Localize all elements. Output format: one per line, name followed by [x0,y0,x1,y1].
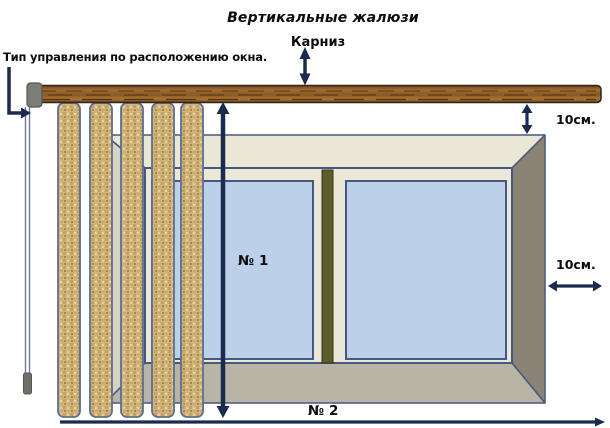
side-gap-label: 10см. [556,257,596,272]
cornice-arrow [299,47,311,86]
arrowhead-left [548,280,557,292]
recess-right-face [511,134,546,404]
window [144,167,513,364]
arrowhead-down [521,125,533,134]
cornice-bar [32,84,602,104]
cornice-label: Карниз [291,35,345,50]
glass-pane-right [345,180,507,360]
arrowhead-down [216,406,230,418]
window-center-divider [321,169,334,364]
control-bracket [26,82,43,108]
cord-weight [23,372,32,395]
pointer-line [7,67,22,115]
control-type-label: Тип управления по расположению окна. [3,50,267,64]
arrowhead-right [593,280,602,292]
blind-slats [57,102,204,418]
arrowhead-up [299,47,311,59]
slat [89,102,113,418]
slat [120,102,144,418]
arrowhead-down [299,73,311,86]
slat [180,102,204,418]
slat [57,102,81,418]
arrowhead-up [216,102,230,114]
top-gap-label: 10см. [556,112,596,127]
side-gap-dimension-arrow [548,280,602,292]
glass-pane-left [151,180,314,360]
width-mark-label: № 2 [308,403,338,419]
control-mechanism [23,82,43,395]
diagram-title: Вертикальные жалюзи [227,10,419,26]
height-mark-label: № 1 [238,253,268,269]
pointer-arrowhead [21,107,31,119]
arrowhead-right [595,417,605,427]
slat [151,102,175,418]
arrowhead-up [521,104,533,113]
height-dimension-arrow [216,102,230,418]
top-gap-dimension-arrow [521,104,533,134]
control-pointer-arrow [7,67,31,119]
width-dimension-line [60,417,605,427]
